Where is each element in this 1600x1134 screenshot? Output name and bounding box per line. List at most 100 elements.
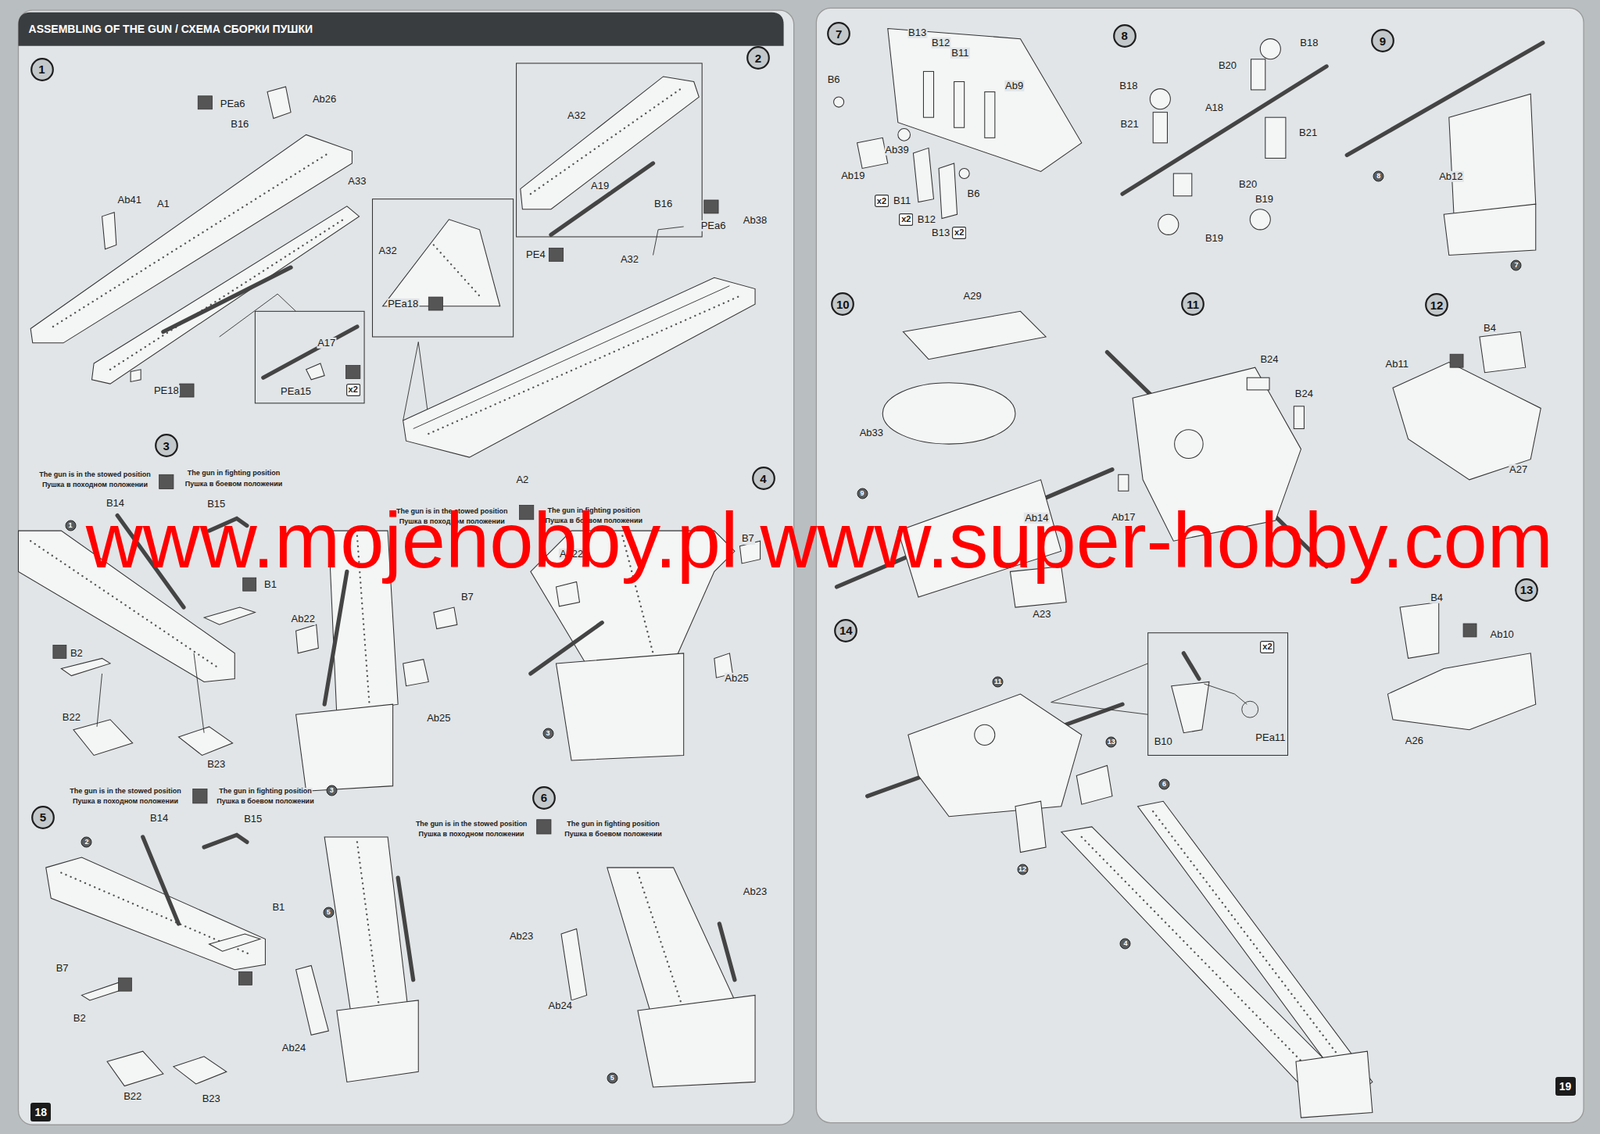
node-circle (832, 293, 855, 315)
node-circle (1425, 294, 1448, 317)
part-label: B18 (1299, 37, 1319, 49)
part-label: PE18 (153, 385, 180, 397)
node-text: 1 (38, 63, 45, 76)
part-label: Ab41 (117, 194, 143, 206)
node-circle (1515, 579, 1538, 602)
position-note: The gun is in the stowed position (68, 787, 183, 796)
node-text: 9 (1379, 35, 1386, 47)
step-number: 14 (833, 618, 859, 644)
part-label: Ab25 (425, 712, 452, 724)
callout-number: 7 (1510, 259, 1522, 272)
callout-number: 5 (322, 906, 335, 919)
part-label: B2 (72, 1012, 87, 1024)
node-text: 3 (329, 787, 334, 795)
part-label: B11 (950, 47, 970, 59)
node-circle (1120, 938, 1131, 949)
callout-number: 3 (542, 727, 555, 740)
node-text: 13 (1520, 583, 1534, 596)
part-label: B7 (55, 962, 70, 974)
part-label: B6 (966, 188, 981, 200)
quantity-box: x2 (346, 383, 361, 397)
node-circle (607, 1073, 618, 1084)
part-label: Ab24 (547, 1000, 573, 1012)
node-text: 12 (1430, 299, 1444, 312)
part-label: B20 (1238, 178, 1258, 190)
part-label: B13 (907, 27, 928, 39)
node-text: 3 (163, 440, 170, 452)
node-circle (1373, 171, 1384, 182)
part-label: B4 (1429, 592, 1444, 604)
part-label: B12 (916, 214, 937, 226)
quantity-box: x2 (874, 194, 889, 208)
callout-number: 1 (64, 519, 77, 532)
callout-number: 9 (856, 487, 869, 500)
part-label: A33 (347, 175, 367, 187)
step-number: 8 (1112, 23, 1138, 49)
node-text: 2 (84, 838, 89, 846)
node-circle (323, 907, 334, 918)
node-circle (857, 488, 868, 499)
node-circle (747, 47, 770, 70)
node-text: 19 (1559, 1080, 1572, 1092)
node-circle (992, 676, 1003, 688)
node-rect (1555, 1077, 1575, 1096)
node-text: 10 (836, 298, 850, 311)
node-text: 5 (610, 1074, 615, 1082)
position-note: Пушка в боевом положении (184, 480, 284, 489)
part-label: A26 (1404, 735, 1425, 747)
part-label: B7 (460, 591, 475, 603)
node-rect (952, 226, 967, 239)
step-number: 3 (153, 433, 179, 459)
part-label: B21 (1298, 127, 1318, 139)
step-number: 11 (1180, 291, 1206, 317)
callout-number: 8 (1372, 170, 1385, 183)
part-label: Ab23 (742, 886, 768, 898)
part-label: Ab23 (508, 930, 534, 942)
node-rect (31, 1102, 51, 1121)
node-text: 8 (1376, 172, 1381, 180)
node-circle (155, 435, 178, 458)
step-2-drawing (372, 63, 756, 458)
step-5-6-drawing (46, 789, 756, 1088)
part-label: A27 (1508, 463, 1529, 475)
part-label: B11 (892, 195, 912, 207)
position-note: Пушка в походном положении (41, 481, 149, 490)
part-label: PEa6 (700, 219, 727, 231)
part-label: B6 (826, 74, 842, 86)
step-number: 5 (30, 805, 56, 831)
part-label: B16 (653, 198, 673, 210)
step-number: 6 (531, 785, 557, 811)
part-label: B23 (201, 1093, 222, 1105)
node-text: x2 (876, 196, 887, 206)
step-number: 7 (826, 21, 852, 47)
part-label: A1 (156, 198, 171, 210)
node-circle (834, 619, 857, 642)
part-label: Ab38 (742, 214, 768, 226)
part-label: A32 (619, 253, 640, 265)
part-label: B13 (930, 226, 951, 238)
part-label: Ab24 (281, 1042, 307, 1054)
node-circle (1017, 864, 1028, 875)
part-label: A2 (515, 473, 530, 485)
part-label: B21 (1120, 118, 1140, 130)
part-label: B22 (122, 1091, 143, 1103)
part-label: B24 (1259, 353, 1279, 365)
node-text: 5 (39, 811, 47, 824)
page-title: ASSEMBLING OF THE GUN / СХЕМА СБОРКИ ПУШ… (28, 22, 314, 36)
part-label: B12 (930, 37, 951, 49)
position-note: Пушка в боевом положении (563, 830, 663, 839)
part-label: B1 (271, 901, 286, 913)
part-label: Ab11 (1385, 358, 1410, 370)
callout-number: 4 (1119, 937, 1132, 950)
node-text: 9 (860, 490, 865, 498)
part-label: Ab26 (311, 93, 337, 104)
part-label: Ab33 (859, 426, 885, 438)
node-text: 18 (34, 1106, 47, 1118)
node-text: 6 (540, 791, 548, 804)
node-rect (899, 213, 913, 226)
node-circle (326, 785, 337, 796)
node-circle (65, 520, 76, 531)
callout-number: 6 (1158, 778, 1171, 791)
part-label: Ab19 (840, 169, 866, 181)
callout-number: 3 (325, 784, 338, 797)
